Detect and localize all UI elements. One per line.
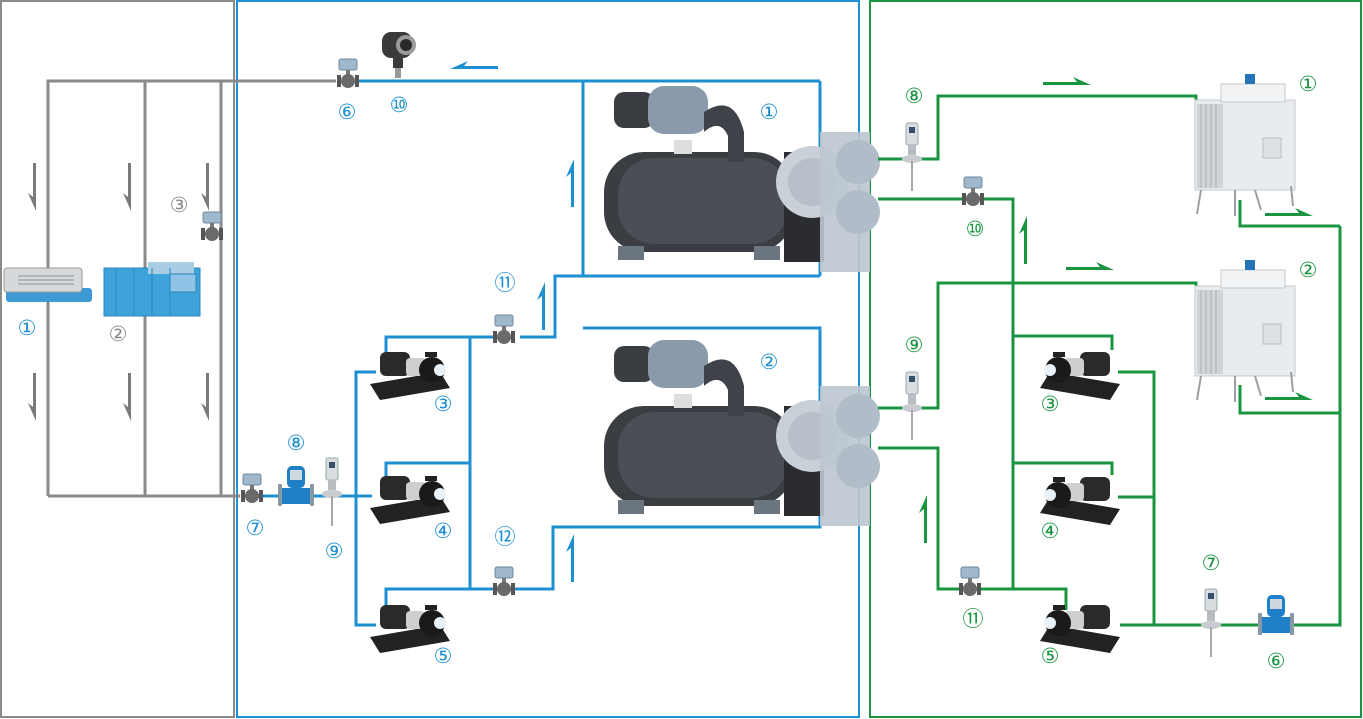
label-fan-coil: ①	[18, 316, 37, 340]
chiller-1	[604, 86, 880, 272]
label-flowmeter-8: ⑧	[287, 431, 306, 455]
valve-6	[336, 58, 360, 89]
right-arrow-icon	[1265, 208, 1313, 216]
valve-10	[961, 176, 985, 207]
label-valve-11: ⑪	[495, 271, 516, 295]
up-arrow-icon	[1019, 216, 1027, 264]
flowmeter-6	[1258, 595, 1294, 635]
label-valve-11: ⑪	[963, 607, 984, 631]
temperature-transmitter-8	[901, 122, 923, 192]
down-arrow-icon	[123, 373, 131, 421]
valve-12	[492, 566, 516, 597]
pressure-transmitter-10	[382, 32, 416, 78]
down-arrow-icon	[28, 163, 36, 211]
label-bypass-valve: ③	[170, 193, 189, 217]
label-tower-1: ①	[1299, 72, 1318, 96]
chilled-pump-4	[370, 476, 450, 524]
label-pressure-10: ⑩	[390, 93, 409, 117]
label-temp-8: ⑧	[905, 84, 924, 108]
label-tower-2: ②	[1299, 258, 1318, 282]
right-arrow-icon	[1043, 77, 1091, 85]
label-valve-6: ⑥	[338, 100, 357, 124]
chilled-labels: ① ② ③ ④ ⑤ ⑥ ⑦ ⑧ ⑨ ⑩ ⑪ ⑫	[246, 93, 779, 668]
label-air-handler: ②	[109, 322, 128, 346]
label-temp-9: ⑨	[905, 333, 924, 357]
label-flowmeter-6: ⑥	[1267, 649, 1286, 673]
down-arrow-icon	[201, 373, 209, 421]
label-temp-9: ⑨	[325, 539, 344, 563]
cooling-tower-1	[1194, 73, 1296, 217]
up-arrow-icon	[566, 534, 574, 582]
label-temp-7: ⑦	[1202, 551, 1221, 575]
label-valve-12: ⑫	[495, 525, 516, 549]
temperature-transmitter-7	[1200, 588, 1222, 658]
chilled-flow-arrows	[450, 61, 574, 582]
right-arrow-icon	[1265, 392, 1313, 400]
flowmeter-8	[278, 466, 314, 506]
label-chiller-2: ②	[760, 350, 779, 374]
valve-7	[240, 473, 264, 504]
label-pump-5: ⑤	[1041, 644, 1060, 668]
zone-chilled-water	[236, 0, 860, 718]
label-valve-7: ⑦	[246, 516, 265, 540]
zone-cooling-water	[869, 0, 1362, 718]
up-arrow-icon	[537, 282, 545, 330]
cooling-water-pipes	[878, 94, 1342, 627]
cooling-tower-2	[1194, 259, 1296, 403]
label-chiller-1: ①	[760, 100, 779, 124]
load-flow-arrows	[28, 163, 209, 421]
right-arrow-icon	[1066, 262, 1114, 270]
temperature-transmitter-9	[321, 457, 343, 527]
up-arrow-icon	[566, 159, 574, 207]
down-arrow-icon	[201, 163, 209, 211]
fan-coil-unit	[3, 267, 92, 302]
cooling-pump-4	[1040, 477, 1120, 525]
label-pump-4: ④	[434, 519, 453, 543]
cooling-labels: ① ② ③ ④ ⑤ ⑥ ⑦ ⑧ ⑨ ⑩ ⑪	[905, 72, 1318, 673]
valve-11	[492, 314, 516, 345]
down-arrow-icon	[123, 163, 131, 211]
chiller-2	[604, 340, 880, 526]
cooling-flow-arrows	[919, 77, 1313, 543]
up-arrow-icon	[919, 495, 927, 543]
label-pump-3: ③	[1041, 392, 1060, 416]
label-pump-4: ④	[1041, 519, 1060, 543]
temperature-transmitter-9	[901, 371, 923, 441]
label-pump-3: ③	[434, 392, 453, 416]
valve-11	[958, 566, 982, 597]
load-labels: ① ② ③	[18, 193, 189, 346]
label-pump-5: ⑤	[434, 644, 453, 668]
left-arrow-icon	[450, 61, 498, 69]
air-handling-unit	[103, 262, 201, 317]
label-valve-10: ⑩	[966, 217, 985, 241]
zone-load-side	[0, 0, 235, 718]
down-arrow-icon	[28, 373, 36, 421]
